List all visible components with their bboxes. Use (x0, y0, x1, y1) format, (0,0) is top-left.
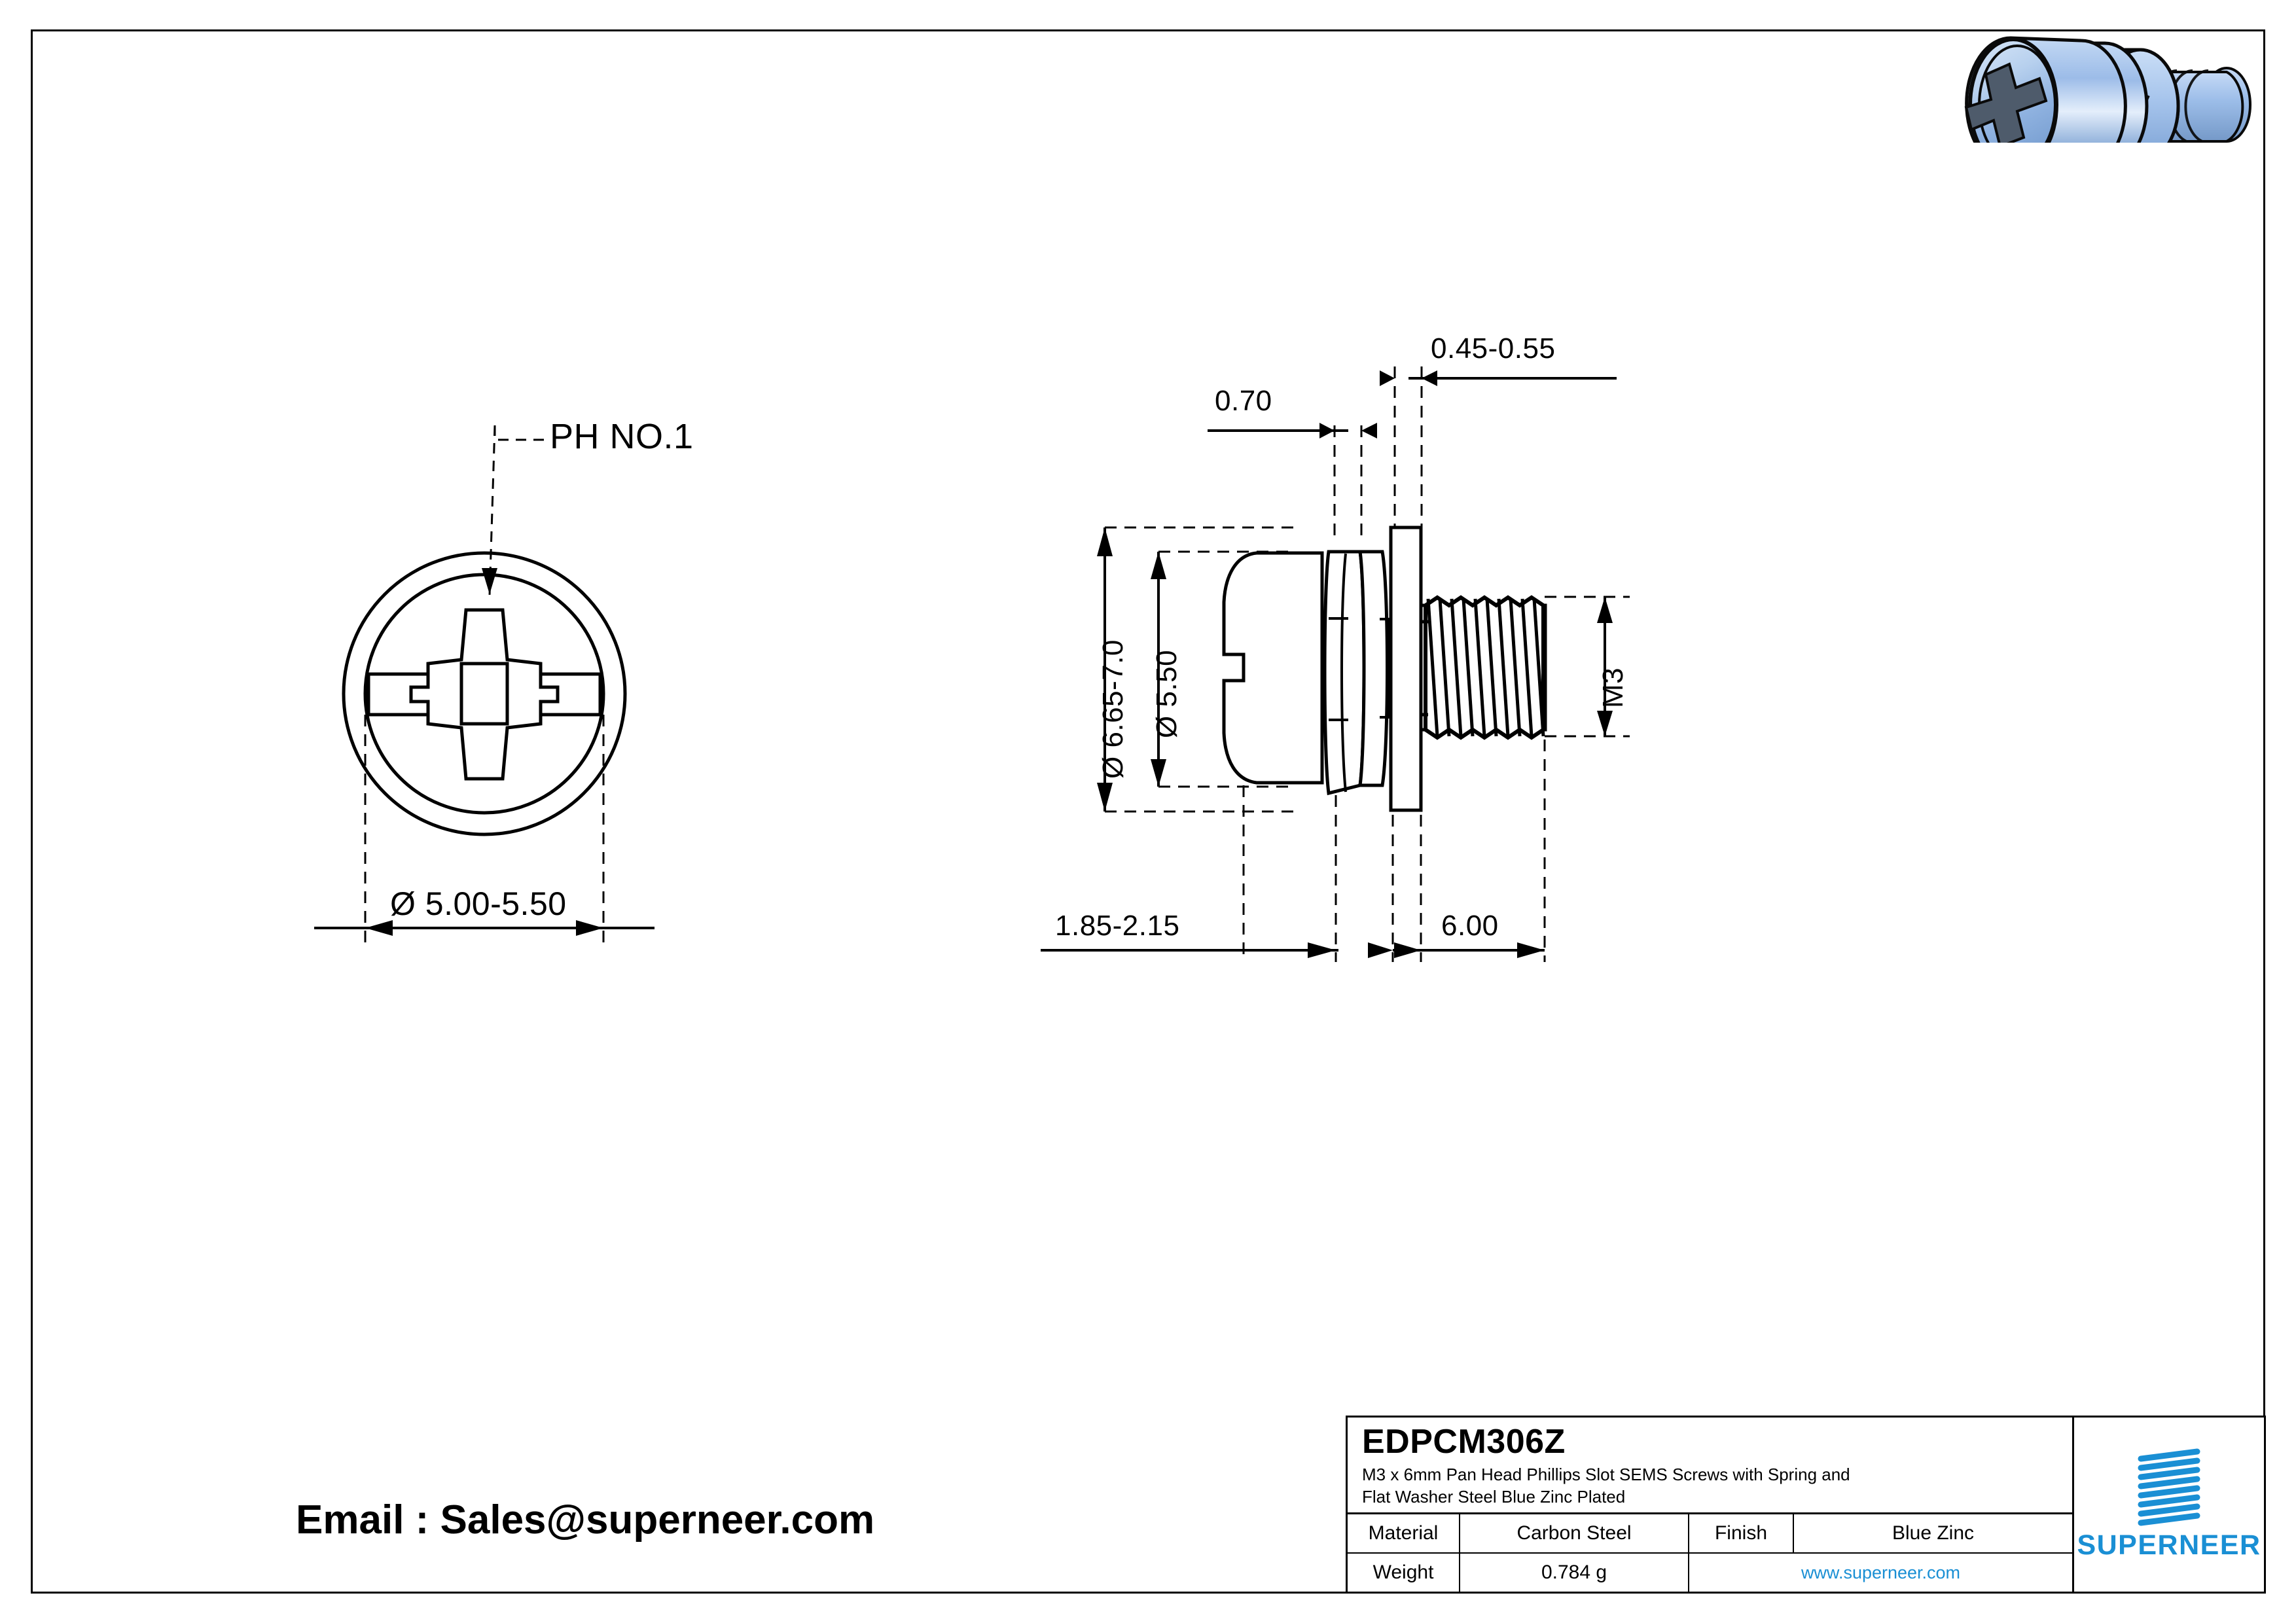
brand-name: SUPERNEER (2077, 1529, 2261, 1561)
weight-value: 0.784 g (1460, 1554, 1689, 1592)
website-link[interactable]: www.superneer.com (1801, 1562, 1961, 1582)
table-row: Weight 0.784 g www.superneer.com (1348, 1554, 2072, 1592)
table-row: Material Carbon Steel Finish Blue Zinc (1348, 1514, 2072, 1554)
email-label: Email : Sales@superneer.com (296, 1497, 875, 1543)
description-line-1: M3 x 6mm Pan Head Phillips Slot SEMS Scr… (1362, 1464, 1850, 1484)
dim-flat-washer-thickness: 0.45-0.55 (1431, 332, 1556, 365)
part-description: M3 x 6mm Pan Head Phillips Slot SEMS Scr… (1362, 1463, 2072, 1508)
title-block: EDPCM306Z M3 x 6mm Pan Head Phillips Slo… (1346, 1416, 2266, 1594)
material-value: Carbon Steel (1460, 1514, 1689, 1552)
drawing-sheet-border (31, 29, 2265, 1594)
3d-screw-render (1964, 36, 2251, 143)
weight-label: Weight (1348, 1554, 1460, 1592)
dim-thread-size-m3: M3 (1597, 667, 1629, 708)
front-view-callout-ph-no1: PH NO.1 (550, 417, 694, 456)
dim-head-height: 1.85-2.15 (1055, 910, 1180, 942)
part-number: EDPCM306Z (1362, 1423, 1566, 1461)
dim-head-outer-diameter: Ø 6.65-7.0 (1097, 639, 1129, 779)
superneer-logo-icon (2138, 1448, 2200, 1525)
dim-head-inner-diameter: Ø 5.50 (1151, 649, 1183, 738)
front-view-diameter-dimension: Ø 5.00-5.50 (390, 885, 567, 922)
material-label: Material (1348, 1514, 1460, 1552)
dim-spring-washer-thickness: 0.70 (1215, 385, 1272, 417)
finish-label: Finish (1689, 1514, 1794, 1552)
render-phillips-recess (1964, 62, 2048, 143)
description-line-2: Flat Washer Steel Blue Zinc Plated (1362, 1486, 1626, 1507)
brand-logo: SUPERNEER (2074, 1418, 2264, 1592)
title-block-table: Material Carbon Steel Finish Blue Zinc W… (1348, 1514, 2072, 1592)
finish-value: Blue Zinc (1892, 1522, 1975, 1544)
dim-thread-length: 6.00 (1441, 910, 1499, 942)
title-block-identity: EDPCM306Z M3 x 6mm Pan Head Phillips Slo… (1348, 1418, 2072, 1514)
title-block-left: EDPCM306Z M3 x 6mm Pan Head Phillips Slo… (1348, 1418, 2074, 1592)
